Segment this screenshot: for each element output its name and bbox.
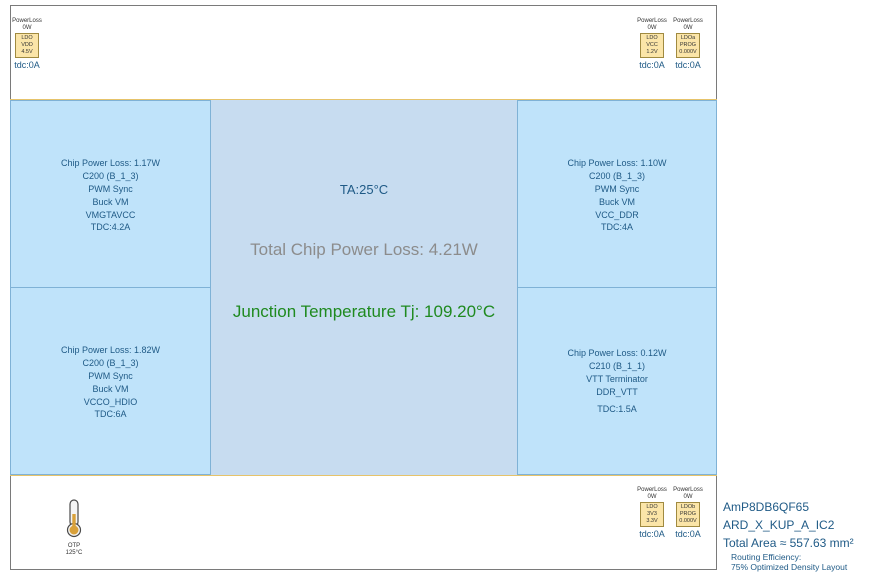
ldo-line: 4.5V xyxy=(21,49,33,55)
ldo-line: 0.000V xyxy=(679,49,697,55)
power-loss-label: PowerLoss xyxy=(673,487,703,493)
mode: PWM Sync xyxy=(88,183,133,194)
bottom-divider xyxy=(10,474,717,476)
ldo-line: LDO xyxy=(21,35,33,41)
ldoa-prog[interactable]: PowerLoss 0W LDOa PROG 0.000V tdc:0A xyxy=(673,18,703,70)
mode: PWM Sync xyxy=(594,183,640,194)
tdc: TDC:1.5A xyxy=(597,403,637,414)
tdc: TDC:4A xyxy=(600,221,633,232)
routing-efficiency-value: 75% Optimized Density Layout xyxy=(731,562,848,572)
power-loss-label: PowerLoss xyxy=(12,18,42,24)
ldo-line: LDO xyxy=(646,504,658,510)
power-loss-value: 0W xyxy=(683,494,693,500)
regulator-type: DDR_VTT xyxy=(596,386,638,397)
routing-efficiency-label: Routing Efficiency: xyxy=(731,552,802,562)
chip-power-loss: Chip Power Loss: 1.10W xyxy=(567,157,667,168)
ldo-box: LDO 3V3 3.3V xyxy=(640,502,664,527)
ldo-line: LDOa xyxy=(680,35,696,41)
design-info: AmP8DB6QF65 ARD_X_KUP_A_IC2 Total Area ≈… xyxy=(723,498,854,572)
mode: PWM Sync xyxy=(88,370,133,381)
power-loss-value: 0W xyxy=(22,25,32,31)
part-id: C210 (B_1_1) xyxy=(588,360,646,371)
regulator-type: Buck VM xyxy=(598,196,635,207)
power-loss-value: 0W xyxy=(647,25,657,31)
power-loss-value: 0W xyxy=(647,494,657,500)
part-id: C200 (B_1_3) xyxy=(82,170,139,181)
ldo-line: PROG xyxy=(679,42,697,48)
ldob-prog[interactable]: PowerLoss 0W LDOb PROG 0.000V tdc:0A xyxy=(673,487,703,539)
part-id: C200 (B_1_3) xyxy=(82,357,139,368)
total-area: Total Area ≈ 557.63 mm² xyxy=(723,536,854,550)
tdc: TDC:6A xyxy=(94,408,127,419)
chip-power-loss: Chip Power Loss: 1.17W xyxy=(60,157,161,168)
quadrant-vcc-ddr[interactable]: Chip Power Loss: 1.10W C200 (B_1_3) PWM … xyxy=(517,100,717,288)
part-id: C200 (B_1_3) xyxy=(588,170,646,181)
power-loss-label: PowerLoss xyxy=(673,18,703,24)
ldo-box: LDO VDD 4.5V xyxy=(15,33,39,58)
ldo-line: VDD xyxy=(21,42,33,48)
chip-power-loss: Chip Power Loss: 0.12W xyxy=(567,347,667,358)
otp-indicator[interactable]: OTP 125°C xyxy=(60,498,88,557)
rail-name: VMGTAVCC xyxy=(85,209,136,220)
tdc-label: tdc:0A xyxy=(675,529,701,539)
ldo-line: 1.2V xyxy=(646,49,658,55)
ldo-box: LDOb PROG 0.000V xyxy=(676,502,700,527)
tdc-label: tdc:0A xyxy=(14,60,40,70)
ldo-vdd[interactable]: PowerLoss 0W LDO VDD 4.5V tdc:0A xyxy=(12,18,42,70)
otp-label: OTP xyxy=(67,543,81,549)
tdc-label: tdc:0A xyxy=(675,60,701,70)
power-loss-label: PowerLoss xyxy=(637,487,667,493)
rail-name: VCCO_HDIO xyxy=(83,396,138,407)
ldo-line: LDOb xyxy=(680,504,696,510)
chip-power-loss: Chip Power Loss: 1.82W xyxy=(60,344,161,355)
junction-temperature: Junction Temperature Tj: 109.20°C xyxy=(232,302,496,321)
quadrant-ddr-vtt[interactable]: Chip Power Loss: 0.12W C210 (B_1_1) VTT … xyxy=(517,287,717,475)
total-chip-power-loss: Total Chip Power Loss: 4.21W xyxy=(250,240,478,259)
ldo-box: LDO VCC 1.2V xyxy=(640,33,664,58)
ldo-line: VCC xyxy=(646,42,658,48)
design-name: ARD_X_KUP_A_IC2 xyxy=(723,518,835,532)
power-loss-value: 0W xyxy=(683,25,693,31)
part-number: AmP8DB6QF65 xyxy=(723,500,810,514)
thermometer-icon xyxy=(66,499,82,538)
rail-name: VCC_DDR xyxy=(595,209,639,220)
ldo-line: PROG xyxy=(679,511,697,517)
mode: VTT Terminator xyxy=(586,373,648,384)
tdc-label: tdc:0A xyxy=(639,529,665,539)
ldo-line: 3V3 xyxy=(647,511,657,517)
ldo-line: 0.000V xyxy=(679,518,697,524)
quadrant-vcco-hdio[interactable]: Chip Power Loss: 1.82W C200 (B_1_3) PWM … xyxy=(10,287,211,475)
chip-summary-panel: TA:25°C Total Chip Power Loss: 4.21W Jun… xyxy=(210,100,518,475)
regulator-type: Buck VM xyxy=(92,383,129,394)
tdc-label: tdc:0A xyxy=(639,60,665,70)
ldo-3v3[interactable]: PowerLoss 0W LDO 3V3 3.3V tdc:0A xyxy=(637,487,667,539)
ldo-box: LDOa PROG 0.000V xyxy=(676,33,700,58)
ldo-line: LDO xyxy=(646,35,658,41)
ldo-line: 3.3V xyxy=(646,518,658,524)
quadrant-vmgtavcc[interactable]: Chip Power Loss: 1.17W C200 (B_1_3) PWM … xyxy=(10,100,211,288)
otp-value: 125°C xyxy=(65,550,83,556)
regulator-type: Buck VM xyxy=(92,196,129,207)
tdc: TDC:4.2A xyxy=(90,221,131,232)
power-loss-label: PowerLoss xyxy=(637,18,667,24)
ambient-temperature: TA:25°C xyxy=(339,182,389,197)
ldo-vcc[interactable]: PowerLoss 0W LDO VCC 1.2V tdc:0A xyxy=(637,18,667,70)
